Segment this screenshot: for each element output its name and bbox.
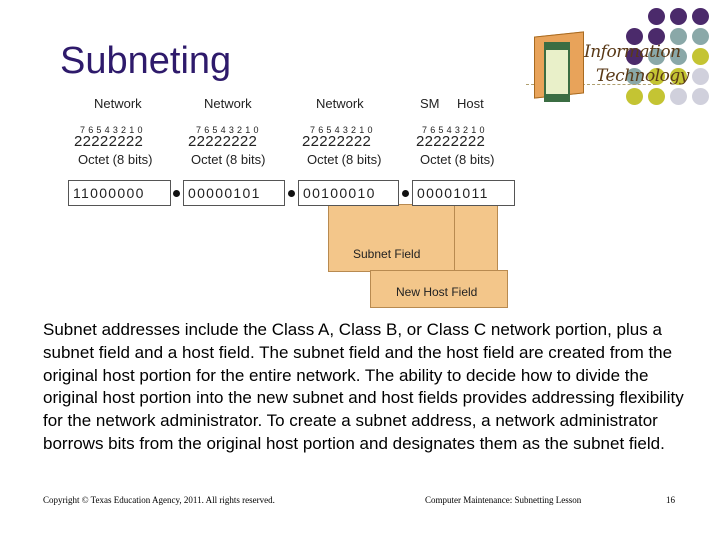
dot [692, 28, 709, 45]
logo-ruler [526, 84, 656, 87]
header-host: Host [457, 96, 484, 111]
page-number: 16 [666, 495, 675, 505]
octet-label-3: Octet (8 bits) [307, 152, 382, 167]
dot [692, 48, 709, 65]
bit-numbers-octet-3: 76543210 [310, 125, 376, 135]
dot [692, 88, 709, 105]
dot [692, 68, 709, 85]
dot [670, 88, 687, 105]
footer-course: Computer Maintenance: Subnetting Lesson [425, 495, 582, 505]
new-host-field-base [370, 270, 508, 308]
body-paragraph: Subnet addresses include the Class A, Cl… [43, 320, 684, 453]
dot-separator [173, 190, 180, 197]
subnet-diagram: Network Network Network SM Host 76543210… [64, 92, 524, 312]
dot [670, 28, 687, 45]
subnet-field-block [328, 204, 455, 272]
dot [648, 88, 665, 105]
footer-copyright: Copyright © Texas Education Agency, 2011… [43, 495, 275, 505]
dot [670, 48, 687, 65]
dot-separator [402, 190, 409, 197]
powers-octet-2: 22222222 [188, 133, 258, 150]
address-octet-3-box [298, 180, 399, 206]
dot-separator [288, 190, 295, 197]
dot [692, 8, 709, 25]
subnet-field-label: Subnet Field [353, 247, 421, 261]
dot [670, 68, 687, 85]
powers-octet-4: 22222222 [416, 133, 486, 150]
address-octet-4-box [412, 180, 515, 206]
powers-octet-1: 22222222 [74, 133, 144, 150]
dot [626, 28, 643, 45]
information-technology-logo: Information Technology [526, 30, 689, 102]
header-network-2: Network [204, 96, 252, 111]
header-sm: SM [420, 96, 440, 111]
header-network-3: Network [316, 96, 364, 111]
powers-octet-3: 22222222 [302, 133, 372, 150]
bit-numbers-octet-2: 76543210 [196, 125, 262, 135]
bit-numbers-octet-1: 76543210 [80, 125, 146, 135]
dot [648, 68, 665, 85]
octet-label-4: Octet (8 bits) [420, 152, 495, 167]
logo-i-mark [544, 42, 570, 102]
address-octet-3: 00100010 [303, 185, 376, 201]
octet-label-2: Octet (8 bits) [191, 152, 266, 167]
header-network-1: Network [94, 96, 142, 111]
dot [626, 68, 643, 85]
decorative-dot-grid [616, 8, 716, 118]
address-octet-2: 00000101 [188, 185, 261, 201]
logo-text-technology: Technology [596, 66, 689, 86]
dot [648, 48, 665, 65]
dot [670, 8, 687, 25]
dot [626, 48, 643, 65]
address-octet-2-box [183, 180, 285, 206]
dot [648, 28, 665, 45]
address-octet-4: 00001011 [417, 185, 489, 201]
address-octet-1-box [68, 180, 171, 206]
logo-text-information: Information [584, 42, 681, 62]
octet-label-1: Octet (8 bits) [78, 152, 153, 167]
new-host-field-label: New Host Field [396, 285, 478, 299]
dot [626, 88, 643, 105]
bit-numbers-octet-4: 76543210 [422, 125, 488, 135]
dot [648, 8, 665, 25]
address-octet-1: 11000000 [73, 185, 145, 201]
slide-title: Subneting [60, 40, 232, 82]
